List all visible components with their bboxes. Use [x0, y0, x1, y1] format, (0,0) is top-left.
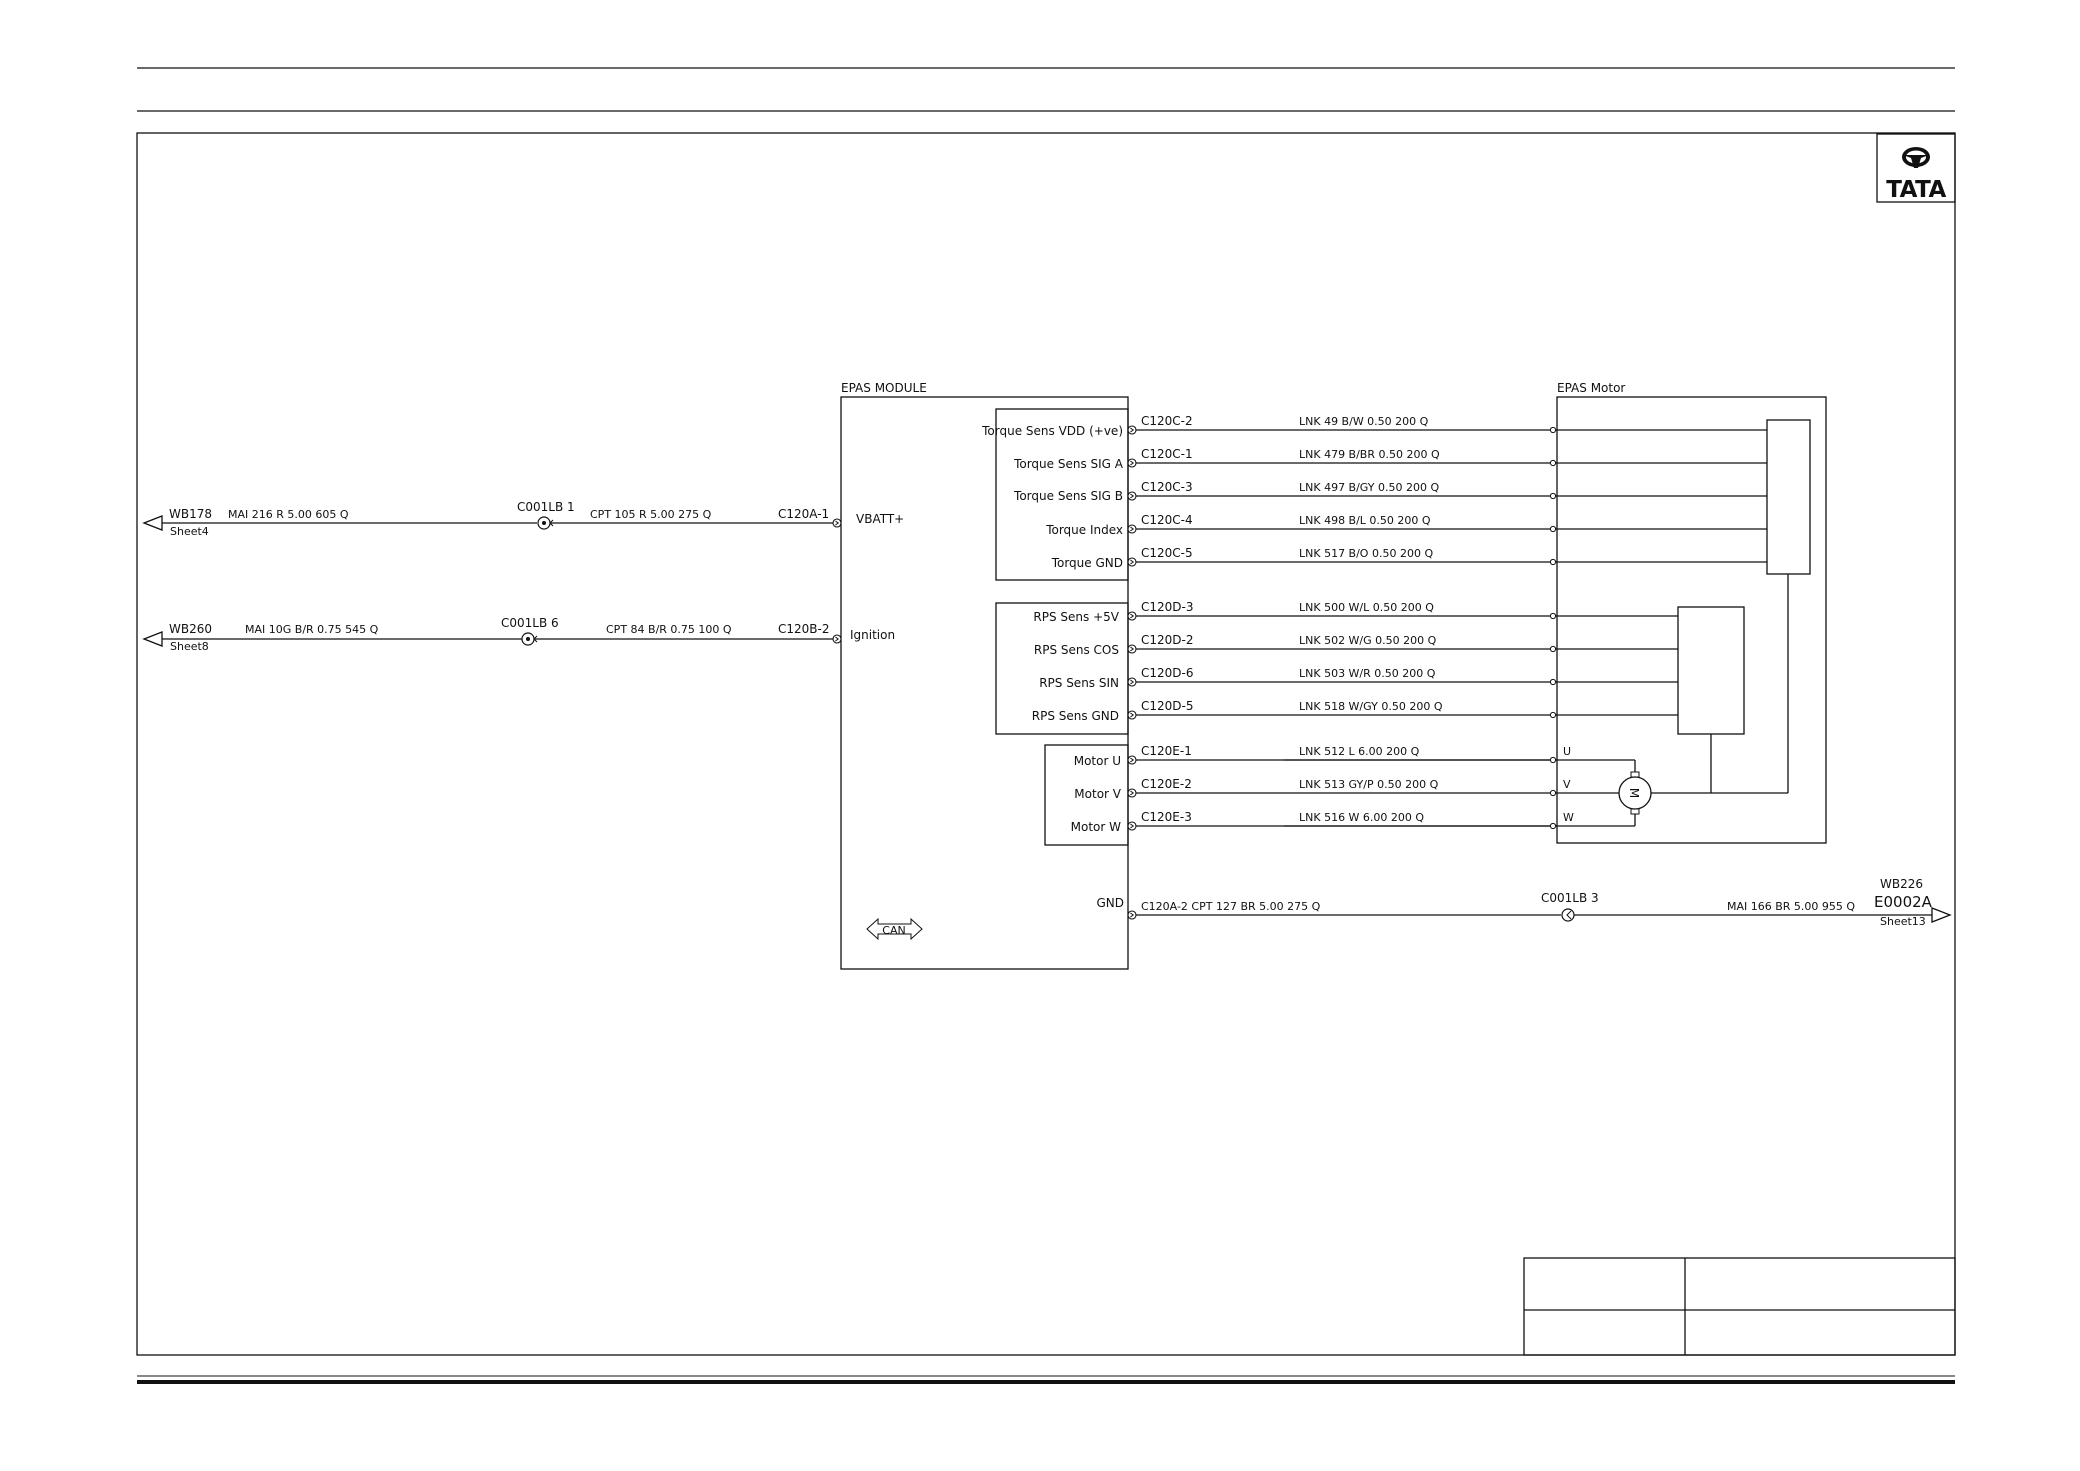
wire-label: LNK 502 W/G 0.50 200 Q [1299, 634, 1437, 647]
pin-torque-sig-a: Torque Sens SIG A C120C-1 LNK 479 B/BR 0… [1013, 447, 1767, 471]
vbatt-circuit: WB178 Sheet4 MAI 216 R 5.00 605 Q C001LB… [142, 500, 842, 538]
epas-module-title: EPAS MODULE [841, 381, 927, 395]
wire-label: LNK 518 W/GY 0.50 200 Q [1299, 700, 1443, 713]
title-block [1523, 1257, 1956, 1356]
phase-label: V [1563, 778, 1571, 791]
svg-text:CAN: CAN [882, 924, 905, 937]
pin-label: Motor W [1071, 820, 1121, 834]
splice-label: C001LB 3 [1541, 891, 1599, 905]
pin-torque-vdd: Torque Sens VDD (+ve) C120C-2 LNK 49 B/W… [981, 414, 1767, 438]
wire2-label: CPT 105 R 5.00 275 Q [590, 508, 712, 521]
rps-sensor-group [995, 602, 1129, 735]
pin-label: Torque Sens SIG A [1013, 457, 1124, 471]
rps-sensor-block [1677, 606, 1745, 735]
pin-rps-gnd: RPS Sens GND C120D-5 LNK 518 W/GY 0.50 2… [1032, 699, 1678, 723]
wire1-label: MAI 10G B/R 0.75 545 Q [245, 623, 379, 636]
pin-label: Motor U [1074, 754, 1121, 768]
origin-ref: WB260 [169, 622, 212, 636]
pin-label: RPS Sens COS [1034, 643, 1119, 657]
can-bus-symbol: CAN [866, 917, 923, 941]
pin-motor-w: Motor W C120E-3 LNK 516 W 6.00 200 Q W [1071, 810, 1574, 834]
connector-label: C120D-5 [1141, 699, 1194, 713]
pin-label: RPS Sens GND [1032, 709, 1119, 723]
wire-label: LNK 512 L 6.00 200 Q [1299, 745, 1420, 758]
tata-logo: TATA [1876, 133, 1956, 203]
wire2-label: CPT 84 B/R 0.75 100 Q [606, 623, 732, 636]
epas-motor-box [1556, 396, 1827, 844]
gnd-circuit: C120A-2 CPT 127 BR 5.00 275 Q C001LB 3 M… [1127, 877, 1952, 928]
connector-label: C120A-1 [778, 507, 829, 521]
wire-label: LNK 516 W 6.00 200 Q [1299, 811, 1424, 824]
ignition-label: Ignition [850, 628, 895, 642]
wire1-label: MAI 216 R 5.00 605 Q [228, 508, 349, 521]
vbatt-label: VBATT+ [856, 512, 904, 526]
connector-label: C120D-2 [1141, 633, 1194, 647]
connector-label: C120E-2 [1141, 777, 1192, 791]
connector-label: C120E-3 [1141, 810, 1192, 824]
wire-label: LNK 500 W/L 0.50 200 Q [1299, 601, 1434, 614]
tata-logo-text: TATA [1886, 177, 1946, 203]
pin-torque-sig-b: Torque Sens SIG B C120C-3 LNK 497 B/GY 0… [1013, 480, 1767, 503]
pin-label: RPS Sens +5V [1033, 610, 1119, 624]
pin-motor-v: Motor V C120E-2 LNK 513 GY/P 0.50 200 Q … [1074, 777, 1619, 801]
wire-label: MAI 166 BR 5.00 955 Q [1727, 900, 1855, 913]
pin-label: RPS Sens SIN [1039, 676, 1119, 690]
epas-motor-title: EPAS Motor [1557, 381, 1625, 395]
connector-label: C120C-5 [1141, 546, 1193, 560]
phase-label: W [1563, 811, 1574, 824]
svg-text:M: M [1627, 788, 1641, 798]
splice-label: C001LB 6 [501, 616, 559, 630]
connector-label: C120D-3 [1141, 600, 1194, 614]
phase-label: U [1563, 745, 1571, 758]
pin-label: Torque Index [1045, 523, 1123, 537]
pin-rps-5v: RPS Sens +5V C120D-3 LNK 500 W/L 0.50 20… [1033, 600, 1678, 624]
dest-id: E0002A [1874, 893, 1933, 911]
torque-sensor-block [1766, 419, 1811, 575]
footer-rule-thick [137, 1380, 1955, 1384]
connector-label: C120C-1 [1141, 447, 1193, 461]
drawing-frame [136, 132, 1956, 1356]
dest-ref: WB226 [1880, 877, 1923, 891]
origin-sheet: Sheet4 [170, 525, 209, 538]
wire-label: LNK 497 B/GY 0.50 200 Q [1299, 481, 1439, 494]
wire-label: LNK 498 B/L 0.50 200 Q [1299, 514, 1431, 527]
pin-label: Torque Sens VDD (+ve) [981, 424, 1123, 438]
pin-label: Torque GND [1051, 556, 1123, 570]
connector-label: C120C-4 [1141, 513, 1193, 527]
wire-label: LNK 49 B/W 0.50 200 Q [1299, 415, 1429, 428]
pin-rps-cos: RPS Sens COS C120D-2 LNK 502 W/G 0.50 20… [1034, 633, 1678, 657]
pin-label: Torque Sens SIG B [1013, 489, 1123, 503]
gnd-label: GND [1096, 896, 1124, 910]
pin-torque-index: Torque Index C120C-4 LNK 498 B/L 0.50 20… [1045, 513, 1767, 537]
wire-label: LNK 503 W/R 0.50 200 Q [1299, 667, 1436, 680]
connector-label: C120C-2 [1141, 414, 1193, 428]
pin-label: Motor V [1074, 787, 1121, 801]
pin-rps-sin: RPS Sens SIN C120D-6 LNK 503 W/R 0.50 20… [1039, 666, 1678, 690]
connector-label: C120C-3 [1141, 480, 1193, 494]
origin-sheet: Sheet8 [170, 640, 209, 653]
wire-label: LNK 479 B/BR 0.50 200 Q [1299, 448, 1440, 461]
pin-torque-gnd: Torque GND C120C-5 LNK 517 B/O 0.50 200 … [1051, 546, 1767, 570]
pin-motor-u: Motor U C120E-1 LNK 512 L 6.00 200 Q U [1074, 744, 1571, 768]
ignition-circuit: WB260 Sheet8 MAI 10G B/R 0.75 545 Q C001… [142, 616, 842, 653]
wire-label: LNK 517 B/O 0.50 200 Q [1299, 547, 1433, 560]
connector-wire-label: C120A-2 CPT 127 BR 5.00 275 Q [1141, 900, 1321, 913]
origin-ref: WB178 [169, 507, 212, 521]
dest-sheet: Sheet13 [1880, 915, 1926, 928]
wire-label: LNK 513 GY/P 0.50 200 Q [1299, 778, 1439, 791]
connector-label: C120E-1 [1141, 744, 1192, 758]
connector-label: C120B-2 [778, 622, 829, 636]
splice-label: C001LB 1 [517, 500, 575, 514]
connector-label: C120D-6 [1141, 666, 1194, 680]
